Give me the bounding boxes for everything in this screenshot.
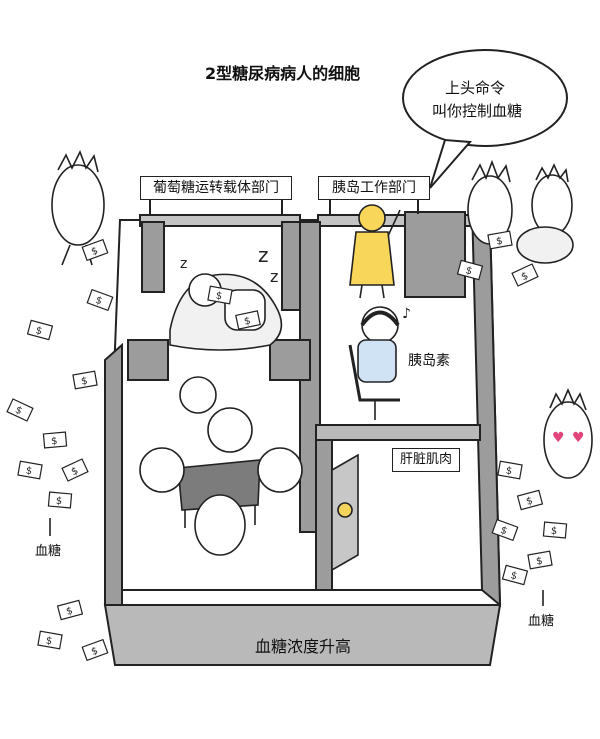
- cash-bill: $: [456, 259, 484, 281]
- money-symbol: $: [80, 376, 88, 388]
- money-symbol: $: [94, 295, 104, 308]
- card-game: [139, 376, 303, 556]
- building: [103, 202, 502, 666]
- money-symbol: $: [55, 496, 62, 508]
- insulin-character: ♪: [348, 306, 411, 420]
- label-blood-sugar-left: 血糖: [35, 544, 62, 559]
- cash-bill: $: [207, 285, 233, 305]
- pillar: [404, 211, 466, 298]
- money-symbol: $: [25, 465, 33, 477]
- divider-wall: [315, 439, 333, 591]
- cash-bill: $: [47, 491, 73, 509]
- front-wall: [103, 604, 502, 666]
- sign-glucose-transporter-dept: 葡萄糖运转载体部门: [140, 176, 292, 200]
- svg-text:z: z: [180, 256, 187, 272]
- label-insulin: 胰岛素: [408, 353, 450, 369]
- cash-bill: $: [37, 630, 63, 650]
- cash-bill: $: [72, 370, 98, 390]
- money-symbol: $: [45, 635, 53, 647]
- cash-bills: $ $ $ $ $ $ $ $ $ $ $ $ $ $ $ $ $ $ $ $ $ $ $: [6, 230, 568, 662]
- cash-bill: $: [26, 319, 54, 341]
- money-symbol: $: [215, 290, 223, 302]
- cash-bill: $: [527, 550, 553, 570]
- cash-bill: $: [81, 238, 109, 262]
- cash-bill: $: [497, 460, 523, 480]
- locked-door: [331, 453, 359, 572]
- svg-text:z: z: [258, 243, 269, 267]
- cash-bill: $: [501, 564, 529, 586]
- cash-bill: $: [17, 460, 43, 480]
- cash-bill: $: [86, 288, 114, 312]
- glucose-outside-left: [51, 150, 105, 266]
- speech-bubble-line1: 上头命令: [445, 79, 506, 97]
- speech-bubble-line2: 叫你控制血糖: [432, 102, 523, 120]
- money-symbol: $: [535, 556, 543, 568]
- label-blood-sugar-right: 血糖: [528, 614, 555, 629]
- money-symbol: $: [520, 270, 530, 283]
- cash-bill: $: [235, 310, 261, 330]
- cash-bill: $: [516, 489, 544, 511]
- cash-bill: $: [61, 458, 89, 482]
- cash-bill: $: [511, 263, 539, 287]
- money-symbol: $: [70, 465, 80, 478]
- money-symbol: $: [90, 645, 100, 658]
- divider-wall: [269, 339, 311, 381]
- money-symbol: $: [495, 236, 503, 248]
- money-symbol: $: [90, 245, 100, 258]
- money-symbol: $: [525, 496, 534, 508]
- money-symbol: $: [65, 606, 74, 618]
- page-title: 2型糖尿病病人的细胞: [205, 64, 361, 83]
- pancreas-worker: [349, 204, 401, 299]
- speech-bubble: [402, 49, 568, 189]
- money-symbol: $: [499, 525, 509, 538]
- money-symbol: $: [51, 436, 58, 448]
- bottom-caption: 血糖浓度升高: [255, 637, 352, 656]
- glucose-outside-top-right: [467, 159, 574, 264]
- money-symbol: $: [550, 526, 557, 538]
- cash-bill: $: [81, 638, 109, 662]
- svg-text:♥: ♥: [552, 430, 565, 446]
- cash-bill: $: [542, 521, 568, 539]
- svg-text:♪: ♪: [402, 306, 411, 322]
- svg-text:♥: ♥: [572, 430, 585, 446]
- divider-wall: [127, 339, 169, 381]
- svg-text:z: z: [270, 267, 278, 286]
- sign-pancreas-dept: 胰岛工作部门: [318, 176, 430, 200]
- cash-bill: $: [491, 518, 519, 542]
- money-symbol: $: [34, 325, 43, 337]
- money-symbol: $: [464, 265, 473, 277]
- left-wall: [104, 342, 123, 606]
- cash-bill: $: [487, 230, 513, 250]
- money-symbol: $: [243, 316, 252, 328]
- pillar: [141, 221, 165, 293]
- cash-bill: $: [42, 431, 68, 449]
- sign-posts: [149, 198, 419, 214]
- money-symbol: $: [13, 405, 23, 418]
- sign-liver-muscle: 肝脏肌肉: [392, 448, 460, 472]
- cash-bill: $: [6, 398, 34, 422]
- glucose-outside-heart-eyes: ♥ ♥: [543, 387, 593, 479]
- cash-bill: $: [56, 599, 84, 621]
- money-symbol: $: [505, 465, 513, 477]
- money-symbol: $: [509, 570, 518, 582]
- divider-wall: [315, 424, 481, 441]
